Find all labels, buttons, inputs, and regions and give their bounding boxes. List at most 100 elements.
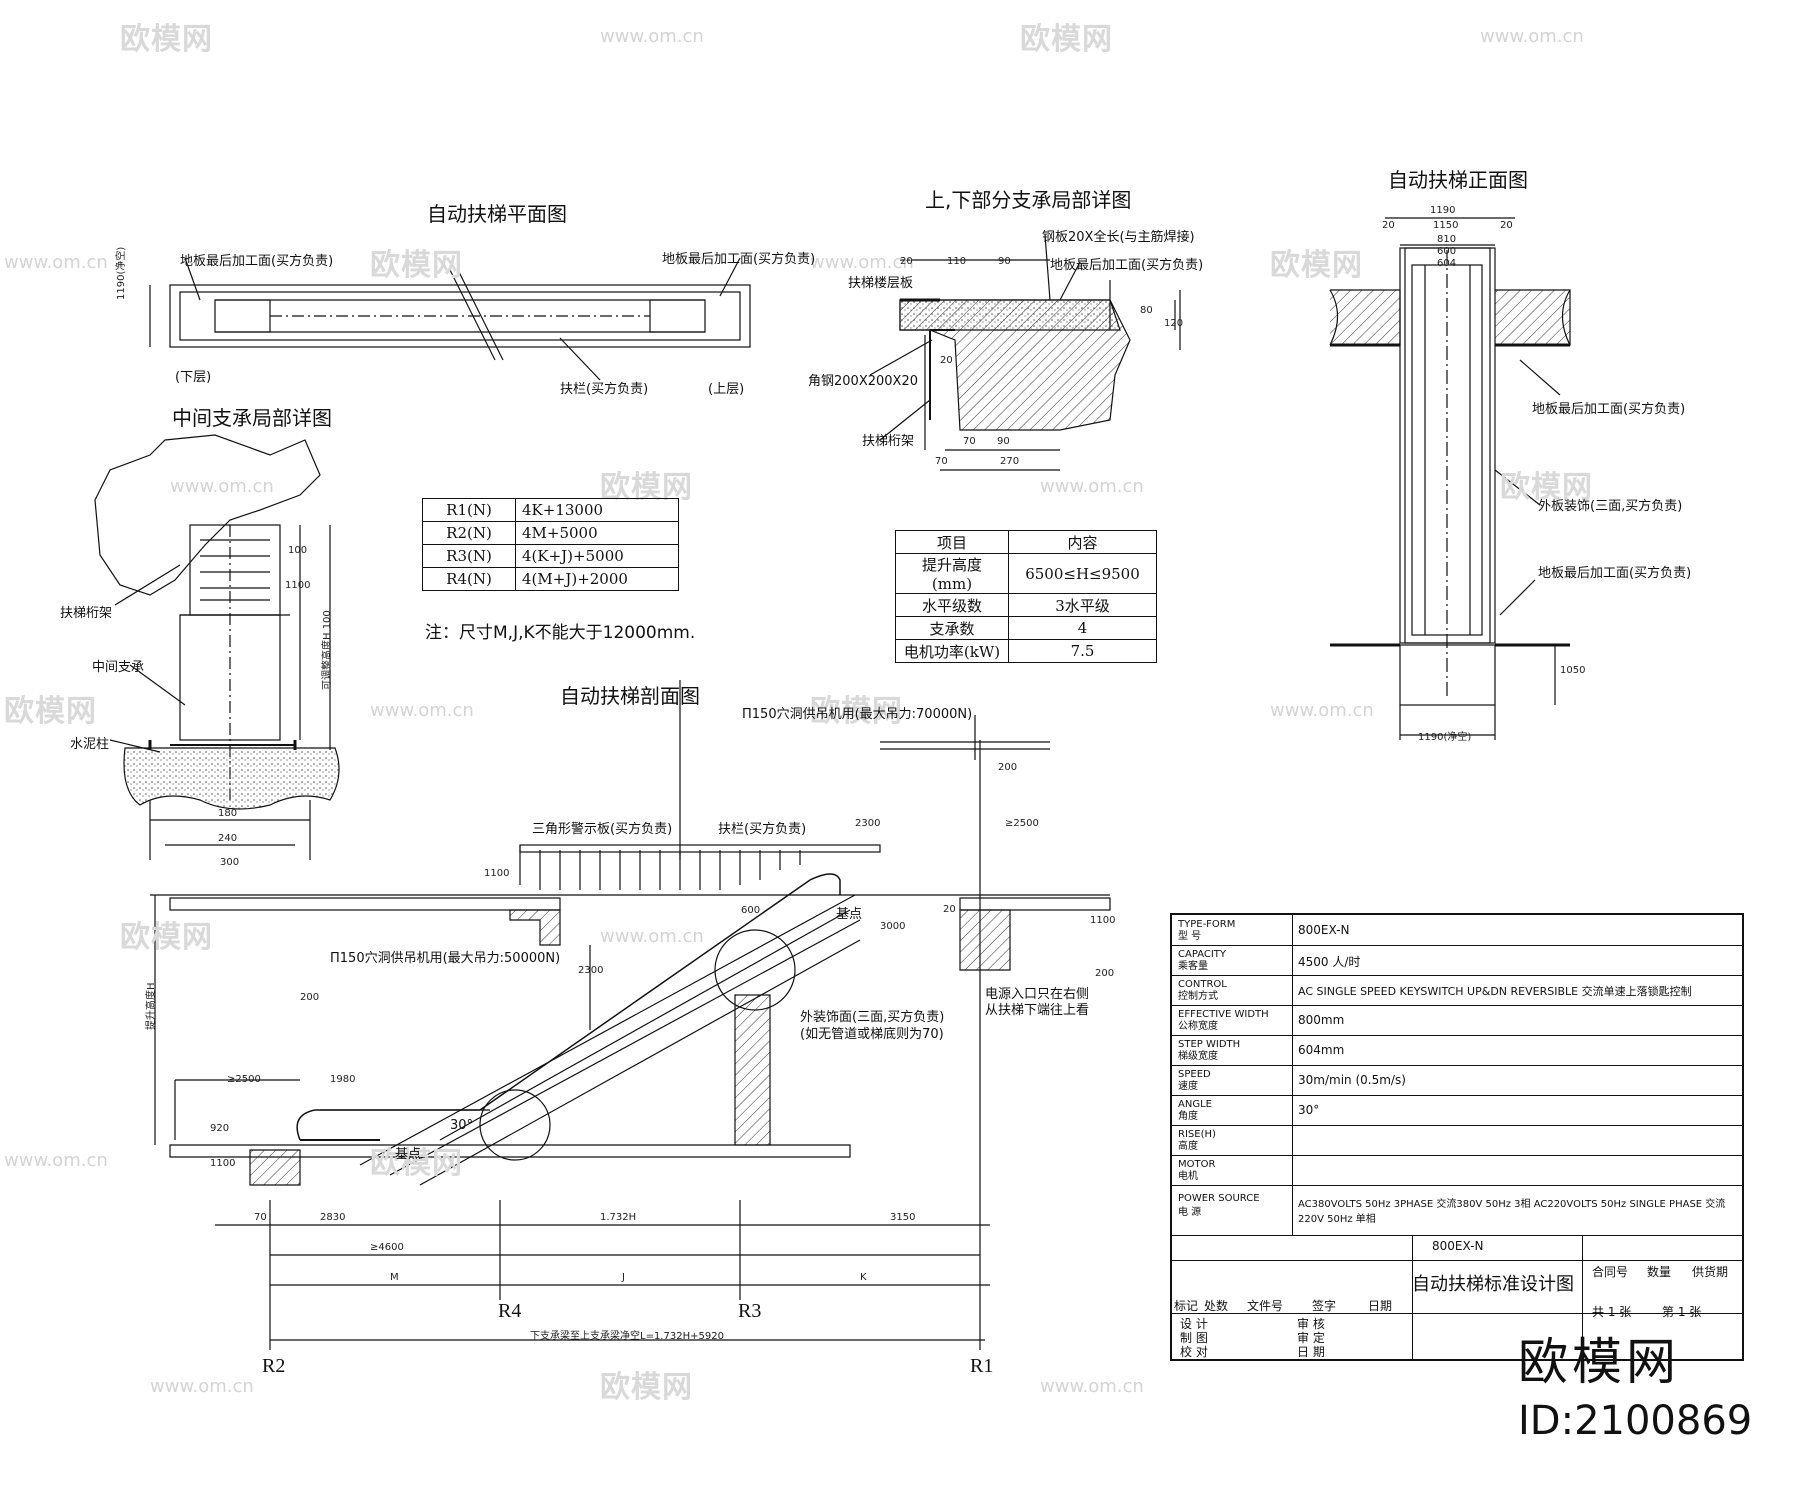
dim-label: 20 bbox=[943, 904, 956, 915]
middle-truss-label: 扶梯桁架 bbox=[60, 606, 113, 621]
watermark-brand: 欧模网 bbox=[1518, 1333, 1680, 1391]
front-view bbox=[1329, 217, 1571, 740]
title-block: TYPE-FORM 型 号 800EX-N CAPACITY 乘客量 4500 … bbox=[1170, 913, 1744, 1361]
cladding-note: (如无管道或梯底则为70) bbox=[800, 1027, 944, 1042]
spec-key-en: POWER SOURCE bbox=[1178, 1193, 1260, 1204]
table-cell: 7.5 bbox=[1008, 639, 1157, 663]
dim-label: 1.732H bbox=[600, 1212, 637, 1223]
support-label-r4: R4 bbox=[498, 1300, 522, 1322]
hoist-bottom-label: Π150穴洞供吊机用(最大吊力:50000N) bbox=[330, 951, 561, 966]
angle-label: 30° bbox=[450, 1118, 474, 1133]
support-floor-label: 地板最后加工面(买方负责) bbox=[1050, 258, 1204, 273]
dim-label: 600 bbox=[741, 905, 761, 916]
spec-value: AC SINGLE SPEED KEYSWITCH UP&DN REVERSIB… bbox=[1298, 985, 1692, 998]
middle-support-detail bbox=[94, 434, 340, 860]
plan-lower-label: (下层) bbox=[175, 370, 212, 385]
reactions-table: R1(N)4K+13000 R2(N)4M+5000 R3(N)4(K+J)+5… bbox=[422, 498, 679, 591]
front-floor2-label: 地板最后加工面(买方负责) bbox=[1538, 566, 1692, 581]
reaction-name: R1(N) bbox=[422, 498, 516, 522]
contract-label: 合同号 bbox=[1592, 1265, 1629, 1279]
dim-label: 1980 bbox=[330, 1074, 356, 1085]
spec-row: EFFECTIVE WIDTH 公称宽度 800mm bbox=[1172, 1005, 1742, 1036]
spec-key-zh: 乘客量 bbox=[1178, 961, 1208, 972]
watermark-url: www.om.cn bbox=[150, 1376, 254, 1397]
dim-label: 1190 bbox=[1430, 205, 1456, 216]
cladding-label: 外装饰面(三面,买方负责) bbox=[800, 1010, 945, 1025]
dim-label: 200 bbox=[300, 992, 320, 1003]
dim-label: 600 bbox=[1437, 246, 1457, 257]
spec-key-zh: 公称宽度 bbox=[1178, 1021, 1218, 1032]
dim-label: 20 bbox=[1500, 220, 1513, 231]
plan-view bbox=[149, 257, 751, 381]
dim-label: J bbox=[622, 1272, 625, 1283]
truss-label: 扶梯桁架 bbox=[862, 434, 915, 449]
watermark-logo: 欧模网 bbox=[370, 248, 463, 283]
dim-label: ≥2500 bbox=[1005, 818, 1039, 829]
spec-row: RISE(H) 高度 bbox=[1172, 1125, 1742, 1156]
spec-value: 800EX-N bbox=[1298, 923, 1350, 937]
span-dimension: 下支承梁至上支承梁净空L=1.732H+5920 bbox=[530, 1331, 724, 1342]
concrete-column-label: 水泥柱 bbox=[70, 737, 110, 752]
watermark-url: www.om.cn bbox=[4, 252, 108, 273]
dim-label: K bbox=[860, 1272, 867, 1283]
dim-label: 20 bbox=[940, 355, 953, 366]
hoist-top-label: Π150穴洞供吊机用(最大吊力:70000N) bbox=[742, 707, 973, 722]
middle-support-label: 中间支承 bbox=[92, 660, 145, 675]
pit-depth-dim: 1050 bbox=[1560, 665, 1586, 676]
reaction-name: R2(N) bbox=[422, 521, 516, 545]
spec-key-en: SPEED bbox=[1178, 1069, 1211, 1080]
table-row: R4(N)4(M+J)+2000 bbox=[422, 567, 679, 591]
dim-label: 2300 bbox=[578, 965, 604, 976]
spec-row: POWER SOURCE 电 源 AC380VOLTS 50Hz 3PHASE … bbox=[1172, 1185, 1742, 1236]
supplier-label: 供货期 bbox=[1692, 1265, 1729, 1279]
spec-key-en: TYPE-FORM bbox=[1178, 919, 1236, 930]
spec-key-zh: 电机 bbox=[1178, 1171, 1198, 1182]
spec-row: MOTOR 电机 bbox=[1172, 1155, 1742, 1186]
watermark-logo: 欧模网 bbox=[120, 22, 213, 57]
reaction-name: R4(N) bbox=[422, 567, 516, 591]
dim-label: ≥4600 bbox=[370, 1242, 404, 1253]
review-label: 审 核 bbox=[1297, 1317, 1325, 1331]
middle-support-title: 中间支承局部详图 bbox=[172, 406, 332, 430]
plan-upper-label: (上层) bbox=[708, 382, 745, 397]
spec-value: AC380VOLTS 50Hz 3PHASE 交流380V 50Hz 3相 AC… bbox=[1298, 1199, 1726, 1225]
spec-value: 604mm bbox=[1298, 1043, 1345, 1057]
dim-label: 90 bbox=[998, 256, 1011, 267]
dim-label: 180 bbox=[218, 808, 238, 819]
drawing-title: 自动扶梯标准设计图 bbox=[1412, 1274, 1574, 1295]
dim-label: 90 bbox=[997, 436, 1010, 447]
watermark-url: www.om.cn bbox=[1040, 476, 1144, 497]
spec-row: CAPACITY 乘客量 4500 人/时 bbox=[1172, 945, 1742, 976]
dim-label: 3150 bbox=[890, 1212, 916, 1223]
dim-label: 604 bbox=[1437, 258, 1457, 269]
sheets-total: 共 1 张 bbox=[1592, 1305, 1632, 1319]
table-row: R1(N)4K+13000 bbox=[422, 498, 679, 522]
sign-header: 处数 bbox=[1204, 1299, 1229, 1313]
front-view-title: 自动扶梯正面图 bbox=[1388, 168, 1528, 192]
table-header: 项目 bbox=[895, 530, 1009, 554]
dim-label: 200 bbox=[998, 762, 1018, 773]
watermark-url: www.om.cn bbox=[370, 700, 474, 721]
dim-label: 270 bbox=[1000, 456, 1020, 467]
section-handrail-label: 扶栏(买方负责) bbox=[718, 822, 807, 837]
landing-plate-label: 扶梯楼层板 bbox=[848, 276, 914, 291]
table-cell: 电机功率(kW) bbox=[895, 639, 1009, 663]
dim-label: 1100 bbox=[1090, 915, 1116, 926]
table-row: 项目内容 bbox=[895, 530, 1157, 554]
dim-label: 920 bbox=[210, 1123, 230, 1134]
spec-key-zh: 角度 bbox=[1178, 1111, 1198, 1122]
dim-label: 2830 bbox=[320, 1212, 346, 1223]
watermark-url: www.om.cn bbox=[600, 926, 704, 947]
watermark-logo: 欧模网 bbox=[810, 694, 903, 729]
table-cell: 提升高度(mm) bbox=[895, 553, 1009, 594]
spec-key-zh: 速度 bbox=[1178, 1081, 1198, 1092]
watermark-logo: 欧模网 bbox=[1500, 470, 1593, 505]
spec-row: ANGLE 角度 30° bbox=[1172, 1095, 1742, 1126]
reaction-formula: 4(M+J)+2000 bbox=[515, 567, 679, 591]
table-cell: 水平级数 bbox=[895, 593, 1009, 617]
dim-label: 80 bbox=[1140, 305, 1153, 316]
angle-steel-label: 角钢200X200X20 bbox=[808, 374, 918, 389]
